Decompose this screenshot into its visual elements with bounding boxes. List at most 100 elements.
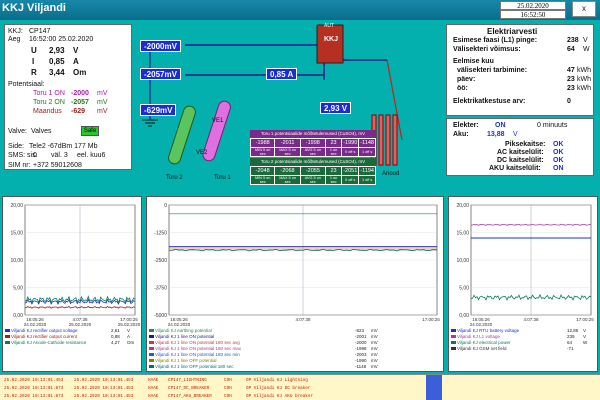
close-button[interactable]: x xyxy=(572,1,596,17)
i-label: I xyxy=(32,57,35,66)
toru2-table-cell: -2055 xyxy=(299,166,326,176)
toru2-table-cell: -2048 xyxy=(249,166,276,176)
toru2-table-header: 1 off s xyxy=(358,175,376,185)
legend-unit: mV xyxy=(371,358,378,363)
kkj-box[interactable] xyxy=(316,24,344,64)
event-log[interactable]: 25.02.2020 10:13:01.453 25.02.2020 10:13:… xyxy=(0,374,600,400)
r-label: R xyxy=(31,68,37,77)
toru2-voltage-readout: -2057mV xyxy=(140,68,181,80)
toru1-label: Toru 1 ON xyxy=(33,90,65,97)
toru2-pipe xyxy=(168,105,196,165)
x-tick-label: 4:07:38 xyxy=(72,317,88,322)
legend-value: -71 xyxy=(567,346,574,351)
y-tick-label: 15,00 xyxy=(10,231,23,237)
y-tick-label: -1250 xyxy=(154,231,167,237)
elec-title: Elektriarvesti xyxy=(487,27,538,36)
legend-name: Viljandi KJ 1 line OFF potential xyxy=(155,358,217,363)
legend-swatch xyxy=(149,335,154,338)
valve-label: Valve: xyxy=(8,128,27,135)
legend-name: Viljandi KJ rectifier output voltage xyxy=(11,328,78,333)
current-readout: 0,85 A xyxy=(266,68,298,80)
potential-legend-row[interactable]: Viljandi KJ 1 line ON potential 180 sec … xyxy=(149,352,378,357)
potential-legend-row[interactable]: Viljandi KJ 1 line OFF potential 180 sec… xyxy=(149,364,378,369)
event-log-scroll[interactable] xyxy=(426,375,442,400)
side-label: Side: xyxy=(8,143,24,150)
y-tick-label: 0,00 xyxy=(459,313,469,319)
ve2-label: VE2 xyxy=(196,150,208,156)
event-cell: OP Viljandi KJ AKU breaker xyxy=(246,394,314,399)
ac-label: AC kaitselülit: xyxy=(497,149,544,156)
x-tick-label: 17:00:25 xyxy=(120,317,138,322)
aku-unit: V xyxy=(513,131,518,138)
y-tick-label: 0 xyxy=(164,203,167,209)
app-title: KKJ Viljandi xyxy=(2,2,66,14)
legend-unit: W xyxy=(583,340,588,345)
series-line xyxy=(168,248,438,252)
status-panel: Elekter: ON 0 minuuts Aku: 13,88 V Pikse… xyxy=(446,118,594,176)
anode-rod-4 xyxy=(392,114,398,166)
toru1-voltage-readout: -2000mV xyxy=(140,40,181,52)
legend-unit: mV xyxy=(371,340,378,345)
legend-swatch xyxy=(5,329,10,332)
event-cell: CP147_AKU_BREAKER xyxy=(168,394,212,399)
event-cell: 25.02.2020 10:13:01.873 xyxy=(4,394,64,399)
series-line xyxy=(24,295,136,304)
night-unit: kWh xyxy=(577,85,591,92)
toru1-table-cell: 23 xyxy=(324,138,343,148)
legend-name: Viljandi KJ Anode-Cathode resistance xyxy=(11,340,87,345)
event-cell: 25.02.2020 10:13:01.453 xyxy=(74,394,134,399)
power-legend-row[interactable]: Viljandi KJ GSM net field-71 xyxy=(451,346,583,351)
power-unit: W xyxy=(583,46,590,53)
elekter-value: ON xyxy=(495,122,506,129)
toru1-pipe xyxy=(202,100,231,162)
legend-unit: mV xyxy=(371,352,378,357)
toru1-table-header: MAX 5 on sec xyxy=(274,147,301,157)
legend-swatch xyxy=(149,341,154,344)
legend-swatch xyxy=(451,341,456,344)
x-tick-label: 16:05:26 xyxy=(170,317,188,322)
event-cell: 25.02.2020 10:13:01.453 xyxy=(74,378,134,383)
event-cell: HAAE xyxy=(148,394,159,399)
u-unit: V xyxy=(73,46,79,55)
month-label: Eelmise kuu xyxy=(453,58,494,65)
y-tick-label: -5000 xyxy=(154,313,167,319)
x-tick-label: 24.02.2020 xyxy=(470,322,493,327)
legend-value: 64 xyxy=(567,340,573,345)
legend-swatch xyxy=(451,329,456,332)
safe-button[interactable]: Safe xyxy=(81,126,99,136)
sms-label: SMS: sis. xyxy=(8,152,38,159)
event-row[interactable]: 25.02.2020 10:13:01.873 25.02.2020 10:13:… xyxy=(0,393,600,400)
potential-legend-row[interactable]: Viljandi KJ 1 line ON potential 180 sec … xyxy=(149,340,378,345)
legend-value: 239 xyxy=(567,334,575,339)
electricity-panel: Elektriarvesti Esimese faasi (L1) pinge:… xyxy=(446,24,594,116)
toru1-table-cell: -2011 xyxy=(274,138,301,148)
potential-legend-row[interactable]: Viljandi KJ 1 line ON potential 180 sec … xyxy=(149,346,378,351)
toru2-table-header: AVG 5 on sec xyxy=(299,175,326,185)
event-cell: HAAE xyxy=(148,386,159,391)
legend-swatch xyxy=(149,359,154,362)
legend-name: Viljandi KJ rectifier output current xyxy=(11,334,77,339)
y-tick-label: 0,00 xyxy=(13,313,23,319)
toru2-table-cell: 23 xyxy=(324,166,343,176)
phase-unit: V xyxy=(583,37,588,44)
legend-name: Viljandi KJ 1 line ON potential xyxy=(155,334,215,339)
i-value: 0,85 xyxy=(49,57,65,66)
phase-value: 238 xyxy=(567,37,579,44)
ground-voltage-readout: -629mV xyxy=(140,104,177,116)
maandus-unit: mV xyxy=(97,108,108,115)
toru1-unit: mV xyxy=(97,90,108,97)
